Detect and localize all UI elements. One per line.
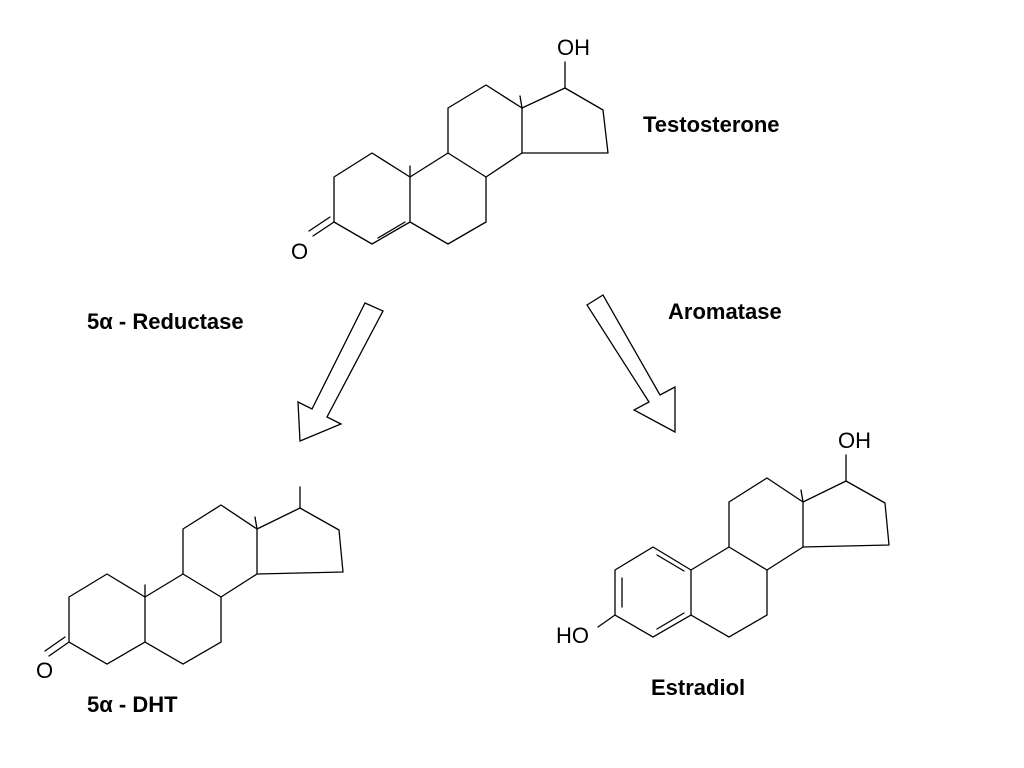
testosterone-carbonyl-oxygen-atom: O <box>291 239 308 264</box>
testosterone-label: Testosterone <box>643 112 780 137</box>
estradiol-17-hydroxyl-atom: OH <box>838 428 871 453</box>
reductase-label: 5α - Reductase <box>87 309 244 334</box>
dht-structure <box>44 486 344 665</box>
aromatase-arrow <box>586 294 676 434</box>
estradiol-3-hydroxyl-atom: HO <box>556 623 589 648</box>
testosterone-hydroxyl-atom: OH <box>557 35 590 60</box>
estradiol-label: Estradiol <box>651 675 745 700</box>
estradiol-structure <box>597 454 890 638</box>
testosterone-structure <box>308 61 609 245</box>
dht-carbonyl-oxygen-atom: O <box>36 658 53 683</box>
reductase-arrow <box>297 302 384 442</box>
dht-label: 5α - DHT <box>87 692 178 717</box>
aromatase-label: Aromatase <box>668 299 782 324</box>
